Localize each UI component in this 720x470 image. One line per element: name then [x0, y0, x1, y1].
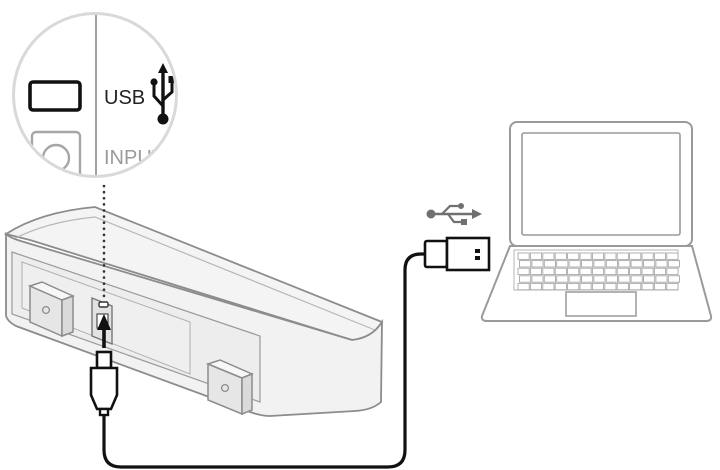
keyboard-key	[604, 252, 617, 260]
micro-usb-plug	[89, 350, 119, 417]
keyboard-key	[641, 252, 654, 260]
keyboard-key	[556, 275, 569, 283]
usb-label: USB	[104, 87, 145, 109]
keyboard-key	[667, 275, 680, 283]
laptop-trackpad	[565, 291, 637, 317]
keyboard-key	[604, 267, 617, 276]
usb-a-plug	[423, 236, 491, 272]
keyboard-key	[517, 282, 530, 291]
keyboard-key	[655, 275, 668, 283]
keyboard-key	[554, 282, 567, 291]
keyboard-key	[591, 267, 605, 276]
usb-port	[98, 301, 109, 308]
keyboard-key	[579, 252, 592, 260]
keyboard-key	[567, 252, 580, 260]
keyboard-key	[653, 282, 667, 291]
keyboard-key	[641, 267, 654, 276]
callout-usb-port	[28, 80, 82, 112]
keyboard-key	[579, 267, 592, 276]
keyboard-key	[593, 275, 606, 283]
callout-usb-icon	[150, 63, 175, 125]
keyboard-key	[568, 275, 581, 283]
port-callout: USB INPUT	[12, 12, 178, 178]
keyboard-key	[653, 252, 667, 260]
up-arrow-icon	[97, 314, 111, 348]
keyboard-key	[579, 282, 592, 291]
keyboard-key	[605, 260, 618, 268]
keyboard-key	[643, 260, 656, 268]
keyboard-key	[604, 282, 617, 291]
keyboard-key	[567, 282, 580, 291]
keyboard-key	[667, 260, 680, 268]
keyboard-key	[517, 267, 530, 276]
laptop-keys	[517, 252, 680, 291]
laptop-display	[521, 132, 681, 236]
keyboard-key	[629, 267, 642, 276]
computer-usb-icon	[426, 203, 482, 225]
keyboard-key	[519, 275, 532, 283]
laptop	[480, 121, 713, 322]
keyboard-key	[630, 275, 643, 283]
keyboard-key	[641, 282, 654, 291]
keyboard-key	[531, 275, 544, 283]
keyboard-key	[581, 275, 594, 283]
keyboard-key	[542, 252, 555, 260]
keyboard-key	[593, 260, 606, 268]
keyboard-key	[666, 252, 679, 260]
keyboard-key	[556, 260, 569, 268]
keyboard-key	[543, 260, 556, 268]
keyboard-key	[655, 260, 668, 268]
keyboard-key	[629, 282, 642, 291]
keyboard-key	[581, 260, 594, 268]
usb-cable	[89, 236, 491, 469]
keyboard-key	[567, 267, 580, 276]
keyboard-key	[529, 252, 543, 260]
keyboard-key	[666, 267, 679, 276]
soundbar-device	[3, 206, 384, 417]
keyboard-key	[529, 267, 543, 276]
keyboard-key	[643, 275, 656, 283]
keyboard-key	[616, 282, 629, 291]
keyboard-key	[519, 260, 532, 268]
device-top-bevel	[11, 216, 376, 331]
keyboard-key	[591, 282, 605, 291]
keyboard-key	[605, 275, 618, 283]
keyboard-key	[618, 260, 631, 268]
keyboard-key	[542, 267, 555, 276]
keyboard-key	[529, 282, 543, 291]
keyboard-key	[616, 252, 629, 260]
keyboard-key	[591, 252, 605, 260]
keyboard-key	[616, 267, 629, 276]
keyboard-key	[630, 260, 643, 268]
keyboard-key	[531, 260, 544, 268]
keyboard-key	[666, 282, 679, 291]
cable-wire	[102, 252, 428, 469]
keyboard-key	[629, 252, 642, 260]
keyboard-key	[568, 260, 581, 268]
keyboard-key	[554, 267, 567, 276]
keyboard-key	[543, 275, 556, 283]
keyboard-key	[554, 252, 567, 260]
keyboard-key	[618, 275, 631, 283]
right-bracket	[205, 359, 254, 416]
keyboard-key	[542, 282, 555, 291]
left-bracket	[27, 281, 75, 338]
keyboard-key	[517, 252, 530, 260]
keyboard-key	[653, 267, 667, 276]
